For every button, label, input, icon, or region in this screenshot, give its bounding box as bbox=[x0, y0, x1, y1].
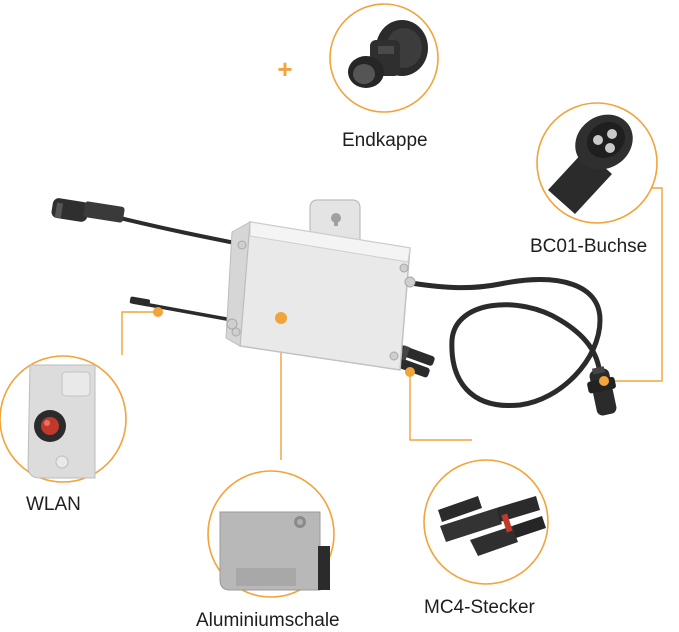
aluminium-shell-icon bbox=[219, 511, 330, 591]
callout-dots bbox=[153, 307, 609, 386]
endkappe-detail bbox=[329, 3, 439, 113]
mc4-detail bbox=[423, 459, 549, 585]
bc01-cable bbox=[404, 277, 603, 409]
mc4-label: MC4-Stecker bbox=[424, 597, 535, 618]
ac-cable bbox=[119, 216, 251, 248]
mc4-dot bbox=[405, 367, 415, 377]
endcap-connector-icon bbox=[348, 20, 428, 88]
bc01-cable-connector bbox=[587, 366, 617, 416]
dc-cable-left bbox=[132, 300, 233, 322]
endkappe-label: Endkappe bbox=[342, 130, 428, 151]
ac-connector bbox=[51, 198, 125, 223]
bc01-detail bbox=[536, 102, 658, 224]
bc01-label: BC01-Buchse bbox=[530, 236, 648, 257]
wlan-dot bbox=[153, 307, 163, 317]
alu-dot bbox=[275, 312, 287, 324]
micro-inverter bbox=[51, 198, 617, 416]
dc-cable-cap bbox=[129, 296, 151, 307]
bc01-dot bbox=[599, 376, 609, 386]
bc01-socket-icon bbox=[548, 114, 633, 214]
housing-side bbox=[225, 221, 251, 347]
alu-detail bbox=[207, 470, 335, 598]
wlan-button-icon bbox=[27, 364, 96, 479]
mc4-callout-line bbox=[409, 372, 472, 441]
wlan-label: WLAN bbox=[26, 494, 81, 515]
mc4-device-connectors bbox=[392, 344, 435, 378]
housing-top bbox=[249, 221, 411, 263]
aluminiumschale-label: Aluminiumschale bbox=[196, 610, 340, 631]
mc4-connector-icon bbox=[438, 496, 546, 556]
plus-icon: + bbox=[277, 54, 292, 84]
wlan-detail bbox=[0, 355, 127, 483]
wlan-callout-line bbox=[121, 311, 158, 355]
